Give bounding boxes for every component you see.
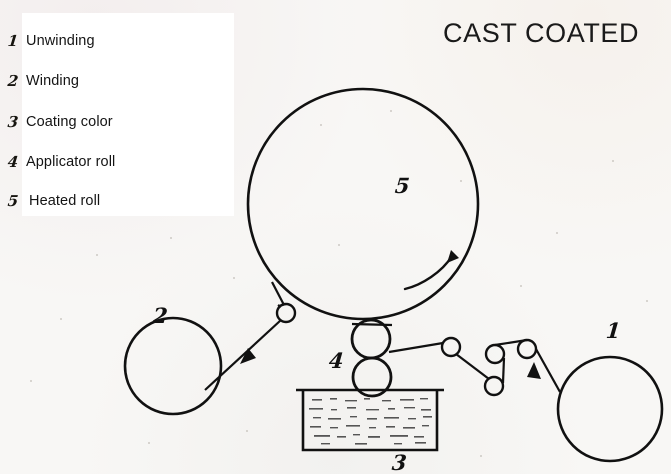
legend-number-1: 1 bbox=[6, 32, 20, 50]
legend: 1 Unwinding 2 Winding 3 Coating color 4 … bbox=[0, 8, 240, 216]
legend-item-5: 5 Heated roll bbox=[0, 186, 236, 216]
page-title: CAST COATED bbox=[443, 18, 640, 48]
callout-1: 1 bbox=[604, 318, 622, 343]
legend-item-2: 2 Winding bbox=[0, 66, 236, 96]
guide-roller-a bbox=[440, 336, 462, 358]
callout-5: 5 bbox=[393, 173, 411, 198]
applicator-roll-lower bbox=[351, 356, 393, 398]
legend-panel-background bbox=[22, 13, 234, 216]
coating-pan bbox=[296, 388, 444, 452]
web-heatedroll-to-guide bbox=[271, 281, 285, 306]
unwinding-roll bbox=[556, 355, 664, 463]
legend-item-4: 4 Applicator roll bbox=[0, 147, 236, 177]
legend-label-heated-roll: Heated roll bbox=[29, 193, 101, 209]
legend-number-5: 5 bbox=[6, 192, 20, 210]
rotation-arrow-icon bbox=[403, 250, 459, 291]
legend-number-4: 4 bbox=[6, 153, 20, 171]
guide-roller-b bbox=[483, 375, 505, 397]
guide-roller-c bbox=[484, 343, 506, 365]
web-path-from-unwinding bbox=[388, 338, 561, 393]
callout-2: 2 bbox=[151, 303, 169, 328]
legend-label-coating-color: Coating color bbox=[26, 114, 113, 130]
guide-roller-d bbox=[516, 338, 538, 360]
legend-number-3: 3 bbox=[6, 113, 20, 131]
legend-item-1: 1 Unwinding bbox=[0, 26, 236, 56]
web-nip-contact bbox=[351, 322, 393, 327]
callout-4: 4 bbox=[327, 348, 345, 373]
legend-label-winding: Winding bbox=[26, 73, 80, 89]
legend-label-applicator-roll: Applicator roll bbox=[26, 154, 116, 170]
coating-liquid bbox=[309, 398, 432, 445]
winding-roll bbox=[123, 316, 223, 416]
legend-item-3: 3 Coating color bbox=[0, 107, 236, 137]
legend-number-2: 2 bbox=[6, 72, 20, 90]
callout-3: 3 bbox=[390, 450, 408, 474]
legend-label-unwinding: Unwinding bbox=[26, 33, 95, 49]
heated-roll bbox=[246, 87, 480, 321]
